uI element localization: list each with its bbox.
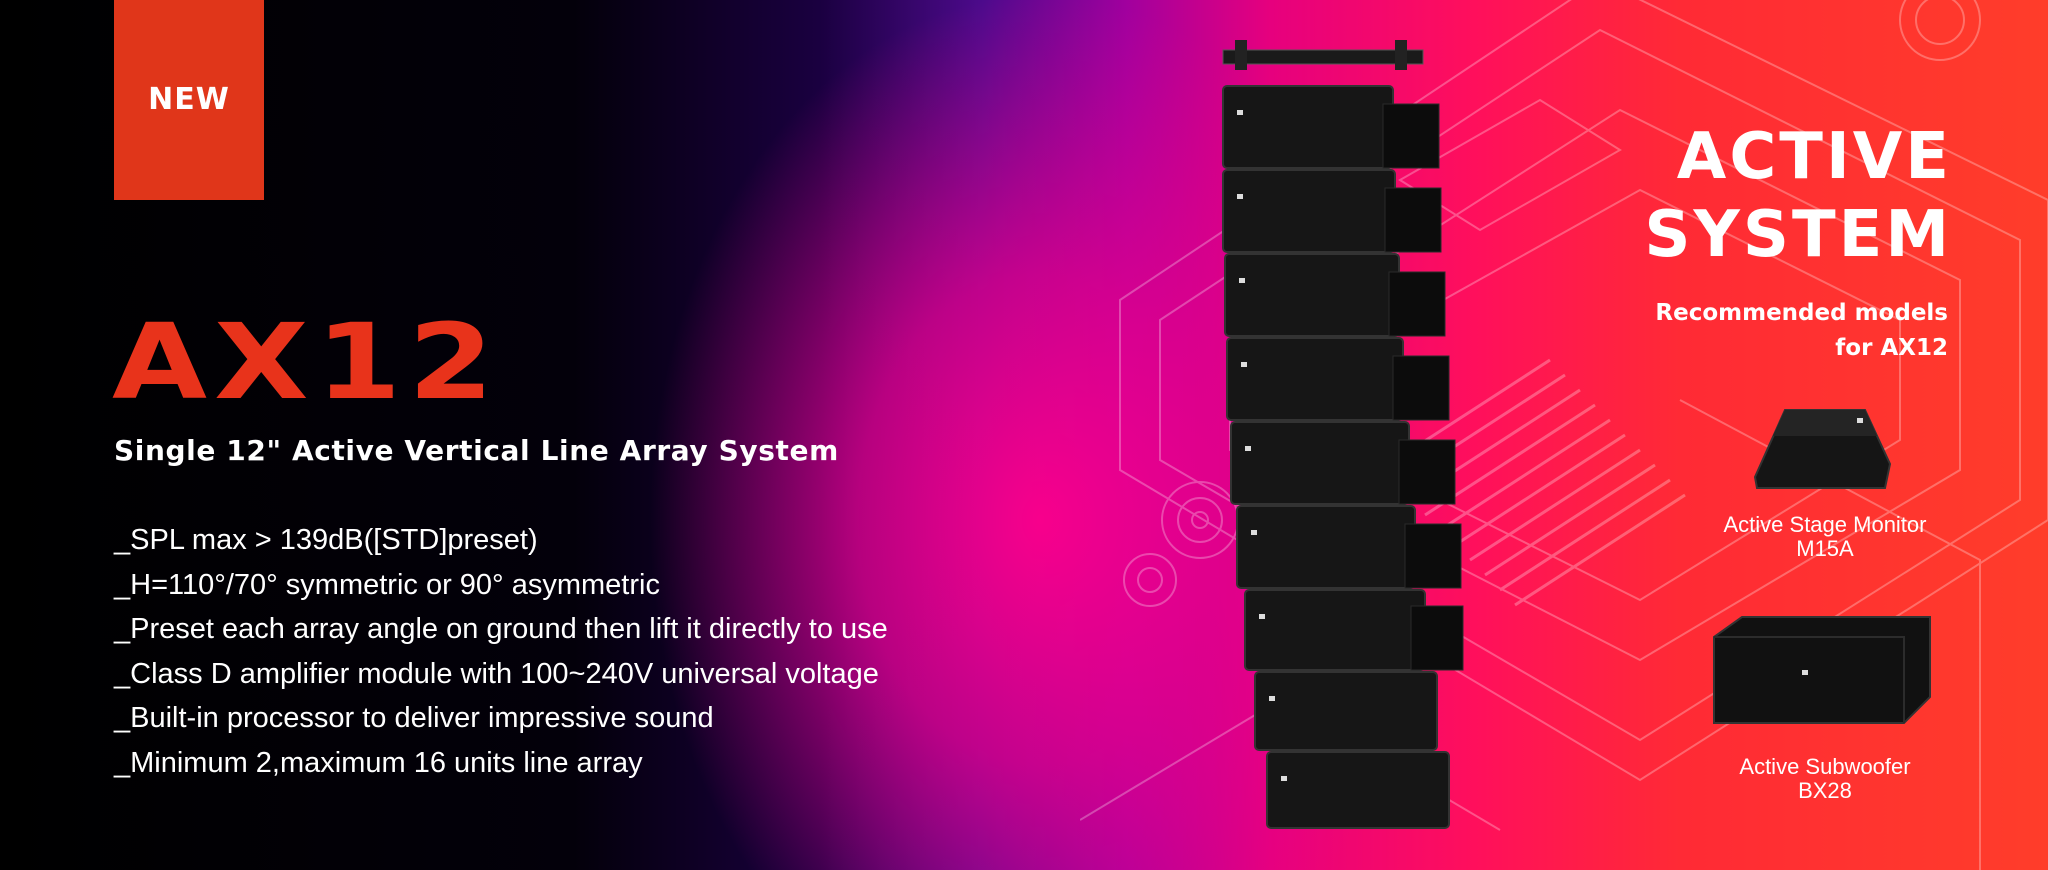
recommended-models-label: Recommended models for AX12 [1655, 296, 1948, 366]
feature-list: _SPL max > 139dB([STD]preset) _H=110°/70… [114, 518, 888, 785]
active-system-line2: SYSTEM [1644, 198, 1952, 272]
product-title: AX12 [112, 301, 501, 423]
recommended-line1: Recommended models [1655, 300, 1948, 326]
monitor-type: Active Stage Monitor [1723, 512, 1927, 537]
product-subtitle: Single 12" Active Vertical Line Array Sy… [114, 434, 839, 467]
feature-item: _Built-in processor to deliver impressiv… [114, 702, 714, 734]
new-badge: NEW [114, 0, 264, 200]
line-array-speaker-image [1222, 40, 1464, 829]
feature-item: _Preset each array angle on ground then … [114, 613, 888, 645]
monitor-caption: Active Stage Monitor M15A [1680, 513, 1970, 561]
active-system-line1: ACTIVE [1676, 120, 1952, 194]
subwoofer-image [1713, 616, 1931, 724]
feature-item: _Minimum 2,maximum 16 units line array [114, 746, 643, 779]
feature-item: _Class D amplifier module with 100~240V … [114, 657, 879, 690]
feature-item: _H=110°/70° symmetric or 90° asymmetric [114, 568, 660, 601]
recommended-line2: for AX12 [1835, 335, 1948, 361]
subwoofer-type: Active Subwoofer [1739, 754, 1911, 779]
monitor-model: M15A [1796, 536, 1854, 561]
subwoofer-model: BX28 [1798, 778, 1852, 803]
subwoofer-caption: Active Subwoofer BX28 [1680, 755, 1970, 803]
feature-item: _SPL max > 139dB([STD]preset) [114, 524, 538, 556]
stage-monitor-image [1753, 409, 1892, 489]
new-badge-label: NEW [148, 81, 230, 117]
active-system-heading: ACTIVE SYSTEM [1644, 118, 1952, 274]
